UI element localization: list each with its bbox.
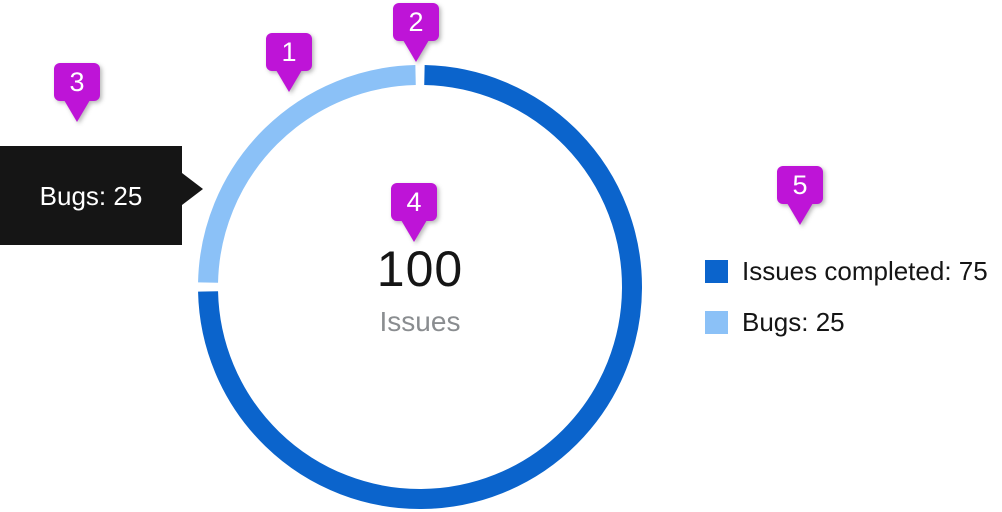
chart-tooltip: Bugs: 25 [0,146,203,245]
donut-segment-issues-completed[interactable] [198,65,642,509]
donut-chart [198,65,642,509]
chart-tooltip-text: Bugs: 25 [39,180,143,211]
callout-marker-1: 1 [266,33,312,71]
legend-swatch-issues-completed [705,259,728,283]
chart-legend: Issues completed: 75 Bugs: 25 [705,252,988,354]
callout-marker-5: 5 [777,166,823,204]
donut-segment-bugs[interactable] [198,65,416,283]
callout-marker-4: 4 [391,183,437,221]
callout-marker-3: 3 [54,63,100,101]
donut-center-label: Issues [379,306,461,337]
tooltip-pointer-icon [182,173,203,205]
legend-label-issues-completed: Issues completed: 75 [742,255,988,286]
legend-swatch-bugs [705,310,728,334]
legend-item-issues-completed: Issues completed: 75 [705,252,988,290]
legend-item-bugs: Bugs: 25 [705,303,988,341]
callout-marker-2: 2 [393,3,439,41]
legend-label-bugs: Bugs: 25 [742,306,845,337]
donut-center-value: 100 [376,241,464,297]
